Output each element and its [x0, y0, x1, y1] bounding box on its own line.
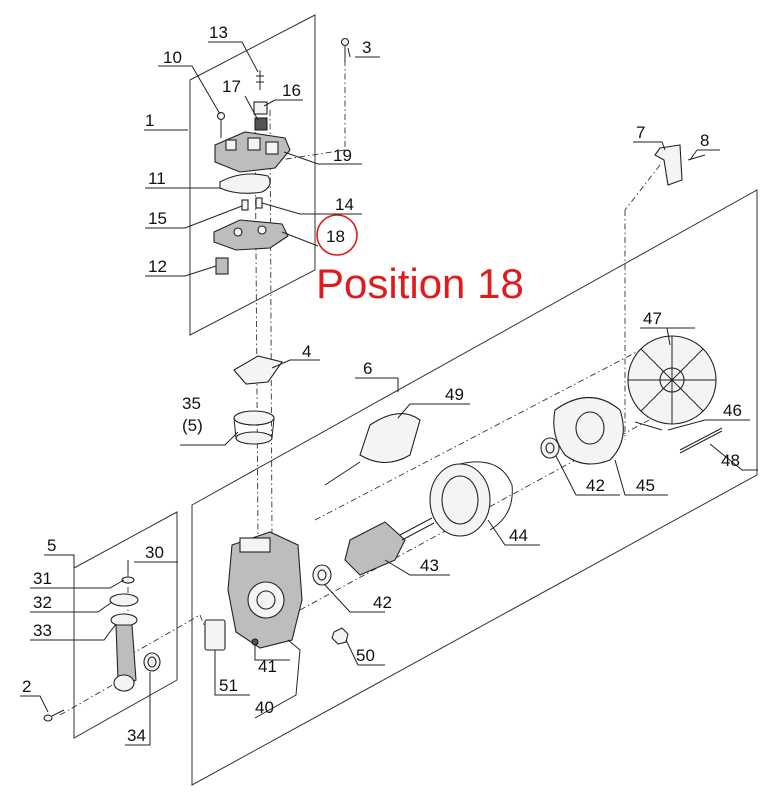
part-35-sleeve [233, 410, 275, 426]
label-12: 12 [148, 257, 167, 276]
label-5: 5 [47, 536, 56, 555]
label-47: 47 [643, 309, 662, 328]
label-35: 35 [182, 394, 201, 413]
label-6: 6 [363, 359, 372, 378]
label-8: 8 [700, 131, 709, 150]
label-49: 49 [445, 385, 464, 404]
part-7-bracket [654, 144, 683, 186]
part-51-box [204, 619, 226, 651]
part-32-ring [109, 593, 139, 607]
label-42-right: 42 [586, 476, 605, 495]
label-35-sub: (5) [182, 416, 203, 435]
label-11: 11 [148, 169, 166, 188]
part-10-screw [216, 111, 226, 121]
part-46-screw [634, 421, 663, 431]
label-31: 31 [33, 569, 52, 588]
part-15-reed [241, 199, 249, 211]
label-10: 10 [163, 48, 182, 67]
part-43-rotor [344, 521, 406, 576]
part-11-gasket [219, 173, 271, 194]
label-7: 7 [636, 123, 645, 142]
leader-lines [20, 41, 758, 746]
label-44: 44 [509, 526, 528, 545]
label-48: 48 [721, 451, 740, 470]
label-42-left: 42 [373, 593, 392, 612]
part-labels: 13 10 3 17 16 1 19 11 15 14 18 12 Positi… [22, 23, 742, 745]
label-13: 13 [209, 23, 228, 42]
label-30: 30 [145, 543, 164, 562]
label-46: 46 [723, 401, 742, 420]
part-49-capacitor [359, 413, 421, 464]
label-33: 33 [33, 621, 52, 640]
part-4-gasket [233, 355, 283, 385]
axis-lines [59, 60, 696, 716]
label-3: 3 [362, 38, 371, 57]
label-32: 32 [33, 593, 52, 612]
label-19: 19 [333, 146, 352, 165]
label-40: 40 [255, 698, 274, 717]
parts [43, 37, 723, 722]
headline-position-18: Position 18 [316, 260, 524, 307]
part-2-screw [43, 714, 53, 722]
label-15: 15 [148, 209, 167, 228]
part-31-washer [121, 576, 135, 584]
label-34: 34 [127, 726, 146, 745]
assembly-frames [73, 14, 758, 786]
label-2: 2 [22, 677, 31, 696]
part-14-reed [255, 197, 263, 209]
part-33-piston [110, 613, 138, 627]
part-50-nut [331, 627, 349, 645]
label-1: 1 [145, 111, 154, 130]
label-50: 50 [356, 646, 375, 665]
part-3-screw [340, 37, 350, 47]
part-48-tie-rod [679, 427, 723, 451]
label-4: 4 [302, 342, 311, 361]
frame-conrod [73, 511, 178, 739]
label-43: 43 [420, 556, 439, 575]
part-17-drawing [254, 117, 268, 131]
frame-cylinder-head [189, 14, 316, 336]
label-16: 16 [282, 81, 301, 100]
part-16-drawing [253, 101, 268, 115]
frame-motor [191, 189, 758, 786]
part-18-valve-plate [213, 219, 289, 251]
label-17: 17 [222, 77, 241, 96]
label-14: 14 [335, 195, 354, 214]
label-41: 41 [258, 657, 277, 676]
part-41-screw [251, 638, 259, 646]
label-45: 45 [636, 476, 655, 495]
part-12-fitting [215, 257, 229, 275]
highlight-circle-18 [316, 214, 358, 256]
label-18: 18 [326, 227, 345, 246]
label-51: 51 [219, 676, 238, 695]
